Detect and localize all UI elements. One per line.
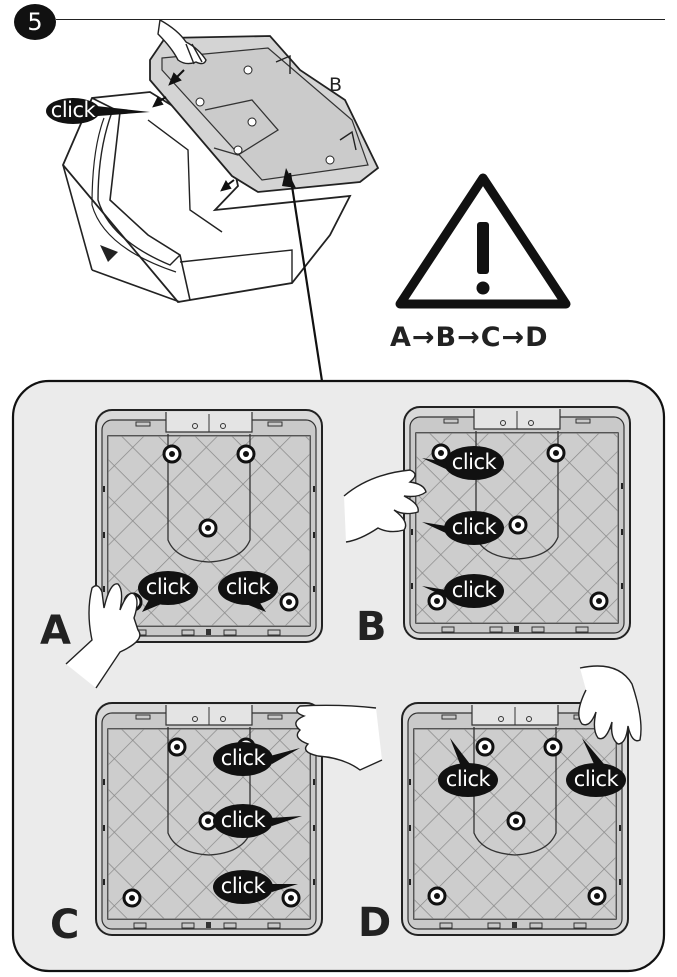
click-label-b-2: click	[451, 515, 497, 539]
click-label-c-1: click	[220, 746, 266, 770]
click-label-top: click	[50, 98, 96, 122]
hand-d-drawing	[578, 665, 642, 745]
click-callout-top	[46, 98, 150, 124]
click-callouts-panels	[138, 446, 626, 904]
hand-c-drawing	[295, 704, 383, 771]
lid-b-drawing	[149, 35, 380, 193]
press-arrow-icon	[152, 69, 235, 192]
click-label-b-3: click	[451, 578, 497, 602]
click-label-a-2: click	[225, 575, 271, 599]
hand-a-drawing	[65, 583, 141, 689]
header-rule	[56, 19, 665, 20]
click-label-c-3: click	[220, 874, 266, 898]
click-label-d-1: click	[445, 767, 491, 791]
warning-triangle-icon	[395, 173, 571, 309]
hand-b-drawing	[343, 469, 427, 543]
panel-letter-c: C	[50, 902, 80, 948]
tray-panel-d	[401, 702, 629, 936]
panel-letter-a: A	[40, 608, 71, 654]
detail-pointer	[282, 168, 324, 382]
assembly-sequence: A→B→C→D	[390, 322, 549, 353]
hand-top-drawing	[157, 18, 207, 65]
step-number-badge: 5	[14, 4, 56, 40]
click-label-a-1: click	[145, 575, 191, 599]
tray-panel-b	[403, 406, 631, 640]
panel-letter-b: B	[356, 604, 387, 650]
click-label-b-1: click	[451, 450, 497, 474]
carrier-base-drawing	[61, 91, 352, 303]
part-b-label: B	[329, 74, 343, 96]
click-label-d-2: click	[573, 767, 619, 791]
panel-letter-d: D	[358, 900, 392, 946]
click-label-c-2: click	[220, 808, 266, 832]
